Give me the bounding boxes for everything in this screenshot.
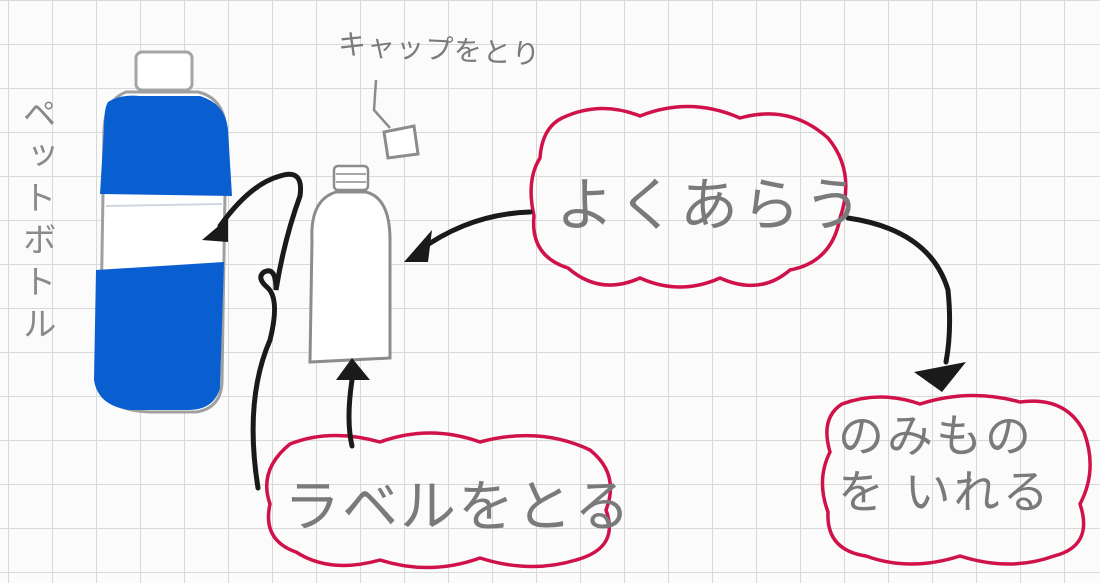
step-remove-label-text: ラベルをとる [284, 475, 632, 540]
bottle-label-bottom [94, 262, 224, 410]
labeled-bottle [94, 50, 232, 414]
arrowhead-full-bottle [202, 218, 228, 242]
step-pour-text: のみものを いれる [838, 409, 1052, 519]
empty-bottle [308, 164, 392, 364]
arrowhead-empty-bottle [404, 230, 432, 262]
empty-bottle-body [308, 190, 392, 364]
removed-cap-square [382, 124, 420, 160]
removed-cap [372, 79, 420, 160]
wash-to-bottle-arrow [417, 209, 533, 253]
flow-arrows [217, 171, 953, 491]
label-up-arrow [346, 377, 355, 449]
arrow-heads [202, 218, 966, 392]
wash-cloud [529, 104, 848, 289]
arrowhead-pour [914, 362, 966, 392]
label-cloud [265, 431, 613, 570]
loop-back-arrow [217, 171, 304, 491]
bottle-label-top [100, 95, 232, 196]
bottle-word: ペットボトル [16, 96, 56, 348]
bottle-band-line [105, 203, 223, 207]
empty-bottle-cap [332, 164, 370, 192]
wash-to-pour-arrow [845, 215, 953, 365]
bottle-cap [134, 50, 194, 92]
pour-cloud [820, 393, 1092, 566]
cap-pointer-line [372, 79, 391, 129]
arrowhead-label [336, 358, 370, 380]
step-wash-text: よくあらう [556, 171, 867, 239]
